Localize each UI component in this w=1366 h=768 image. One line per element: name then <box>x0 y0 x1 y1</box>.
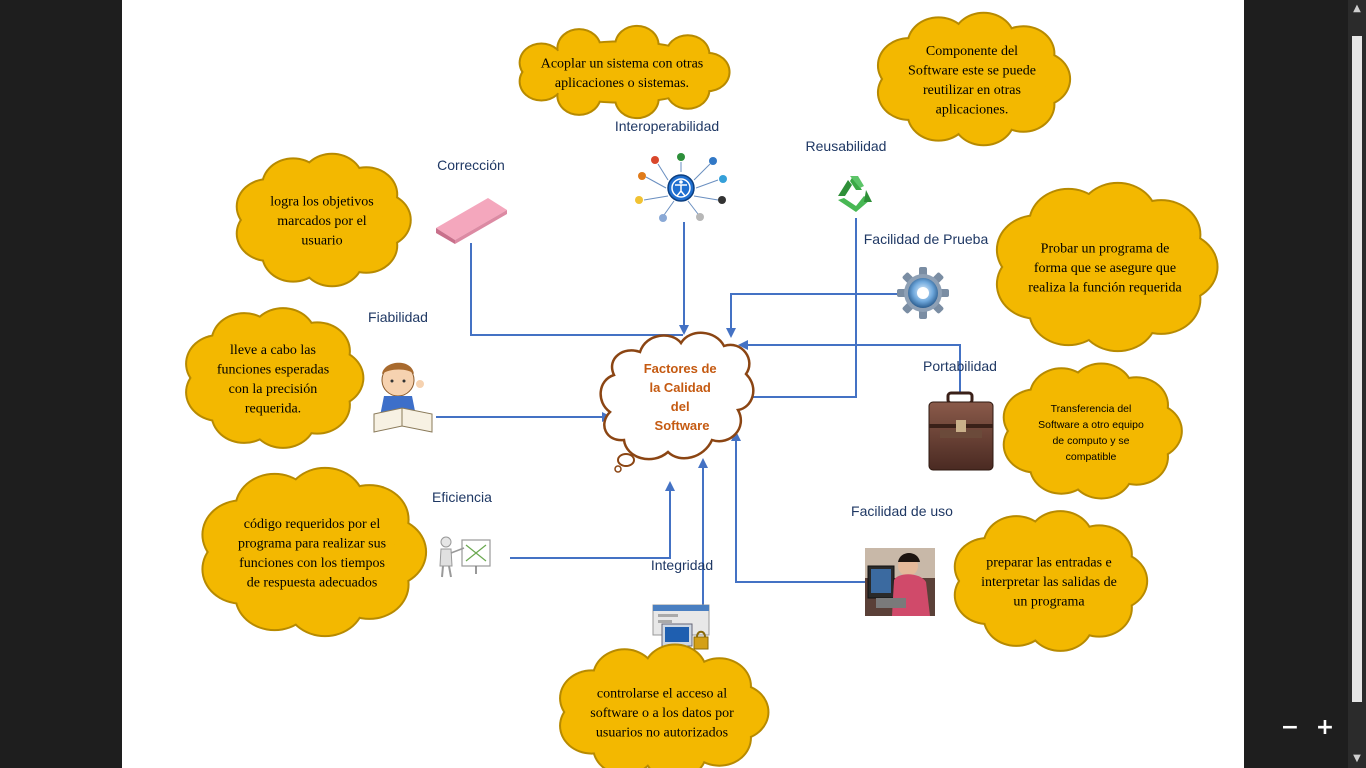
arrow-portabilidad <box>738 340 961 392</box>
connectors <box>436 218 961 605</box>
cloud-line: de respuesta adecuados <box>247 575 378 590</box>
cloud-correccion: logra los objetivos marcados por el usuari… <box>235 152 412 288</box>
cloud-integridad: controlarse el acceso al software o a los… <box>559 643 770 768</box>
cloud-line: funciones con los tiempos <box>239 556 385 571</box>
center-line: Factores de <box>644 361 717 376</box>
scrollbar-thumb[interactable] <box>1352 36 1362 702</box>
cloud-line: con la precisión <box>229 382 318 397</box>
cloud-line: preparar las entradas e <box>986 556 1112 571</box>
cloud-facilidad-prueba: Probar un programa de forma que se asegur… <box>995 181 1219 353</box>
cloud-line: Componente del <box>926 44 1018 59</box>
cloud-line: Software a otro equipo <box>1038 419 1144 431</box>
center-line: Software <box>655 418 710 433</box>
label-integridad: Integridad <box>651 557 713 573</box>
cloud-line: funciones esperadas <box>217 362 329 377</box>
cloud-line: compatible <box>1066 451 1117 463</box>
reading-child-icon <box>373 362 433 433</box>
briefcase-icon <box>928 391 994 471</box>
cloud-line: software o a los datos por <box>590 706 734 721</box>
gear-icon <box>897 267 949 319</box>
cloud-line: de computo y se <box>1052 435 1129 447</box>
scroll-down-icon[interactable]: ▼ <box>1353 753 1361 764</box>
cloud-fiabilidad: lleve a cabo las funciones esperadas con l… <box>185 307 365 449</box>
center-title: Factores de la Calidad del Software <box>644 361 721 433</box>
label-portabilidad: Portabilidad <box>923 358 997 374</box>
cloud-interoperabilidad: Acoplar un sistema con otras aplicaciones… <box>518 24 731 120</box>
label-facilidad-prueba: Facilidad de Prueba <box>864 231 989 247</box>
presenter-board-icon <box>439 536 491 578</box>
cloud-line: logra los objetivos <box>270 195 373 210</box>
cloud-line: código requeridos por el <box>244 517 381 532</box>
eraser-icon <box>436 198 507 244</box>
cloud-line: interpretar las salidas de <box>981 575 1117 590</box>
scroll-up-icon[interactable]: ▲ <box>1353 3 1361 14</box>
label-eficiencia: Eficiencia <box>432 489 492 505</box>
cloud-text: logra los objetivos marcados por el usuari… <box>270 195 373 249</box>
cloud-facilidad-uso: preparar las entradas e interpretar las s… <box>953 510 1149 652</box>
cloud-line: controlarse el acceso al <box>597 687 727 702</box>
cloud-line: lleve a cabo las <box>230 343 316 358</box>
label-reusabilidad: Reusabilidad <box>806 138 887 154</box>
cloud-text: Probar un programa de forma que se asegur… <box>1028 242 1182 296</box>
label-fiabilidad: Fiabilidad <box>368 309 428 325</box>
cloud-line: programa para realizar sus <box>238 536 386 551</box>
center-line: la Calidad <box>649 380 710 395</box>
cloud-line: Acoplar un sistema con otras <box>541 56 704 71</box>
cloud-line: Software este se puede <box>908 63 1036 78</box>
cloud-line: un programa <box>1013 595 1085 610</box>
cloud-text: Acoplar un sistema con otras aplicaciones… <box>541 56 704 91</box>
cloud-line: usuarios no autorizados <box>596 726 728 741</box>
cloud-text: controlarse el acceso al software o a los… <box>590 687 734 741</box>
cloud-text: preparar las entradas e interpretar las s… <box>981 556 1117 610</box>
computer-security-icon <box>652 604 710 650</box>
center-line: del <box>671 399 690 414</box>
label-correccion: Corrección <box>437 157 505 173</box>
zoom-in-button[interactable]: + <box>1315 715 1335 740</box>
child-computer-photo-icon <box>865 548 935 616</box>
arrow-facilidad-uso <box>731 431 865 583</box>
arrow-facilidad-prueba <box>726 293 897 338</box>
cloud-line: reutilizar en otras <box>923 83 1021 98</box>
recycle-icon <box>838 176 872 212</box>
cloud-line: usuario <box>301 234 342 249</box>
arrow-reusabilidad <box>752 218 857 398</box>
cloud-line: marcados por el <box>277 214 367 229</box>
definition-clouds: Acoplar un sistema con otras aplicaciones… <box>185 11 1219 768</box>
cloud-line: requerida. <box>245 401 301 416</box>
cloud-text: código requeridos por el programa para re… <box>238 517 386 591</box>
cloud-line: forma que se asegure que <box>1034 261 1176 276</box>
cloud-line: Transferencia del <box>1051 403 1132 415</box>
cloud-line: realiza la función requerida <box>1028 281 1182 296</box>
cloud-text: lleve a cabo las funciones esperadas con l… <box>217 343 329 417</box>
cloud-line: Probar un programa de <box>1041 242 1170 257</box>
label-interoperabilidad: Interoperabilidad <box>615 118 719 134</box>
cloud-eficiencia: código requeridos por el programa para re… <box>201 466 428 638</box>
zoom-out-button[interactable]: − <box>1280 715 1300 740</box>
arrow-eficiencia <box>510 481 675 559</box>
cloud-line: aplicaciones o sistemas. <box>555 76 689 91</box>
label-facilidad-uso: Facilidad de uso <box>851 503 953 519</box>
network-accessibility-icon <box>635 153 727 222</box>
cloud-line: aplicaciones. <box>936 102 1009 117</box>
arrow-correccion <box>470 243 683 336</box>
center-cloud: Factores de la Calidad del Software <box>599 331 755 473</box>
